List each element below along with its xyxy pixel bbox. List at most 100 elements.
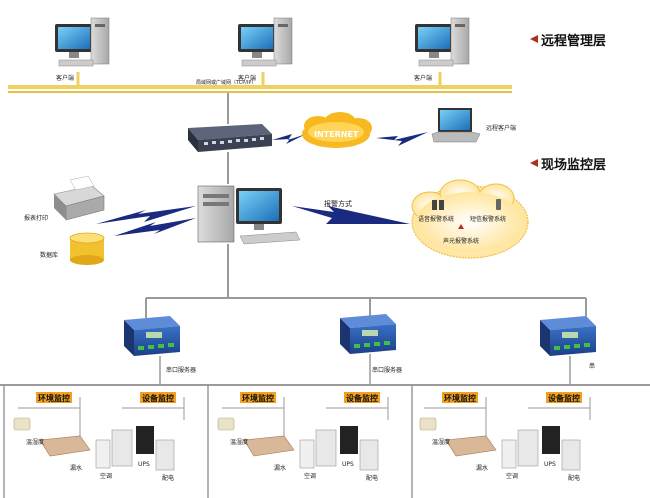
env-monitor-banner (36, 392, 72, 403)
temp-humidity-sensor-icon (13, 417, 31, 431)
layer-marker-icon (530, 35, 538, 43)
computer-tower-icon (450, 17, 470, 65)
monitor-group-2 (217, 392, 389, 471)
monitor-group-3 (419, 392, 591, 471)
air-conditioner-icon (501, 439, 517, 469)
env-monitor-label-3: 环境监控 (444, 393, 476, 403)
serial-server-1 (124, 316, 180, 356)
serial-server-2 (340, 314, 396, 354)
phone-icon (496, 199, 501, 210)
item-label: 温湿度 (432, 438, 450, 446)
alarm-voice: 语音报警系统 (418, 215, 454, 223)
speaker-icon (439, 200, 444, 210)
layer-marker-icon (530, 159, 538, 167)
arrow-to-database (114, 218, 196, 236)
link-bolt-icon (272, 134, 306, 144)
internet-cloud (302, 112, 372, 148)
item-label: 配电 (568, 474, 580, 482)
temp-humidity-sensor-icon (217, 417, 235, 431)
item-label: UPS (342, 461, 354, 468)
arrow-to-alarm (292, 206, 410, 224)
item-label: 配电 (366, 474, 378, 482)
item-label: 温湿度 (26, 438, 44, 446)
layer-field: 现场监控层 (541, 157, 606, 173)
serial-server-3 (540, 316, 596, 356)
equip-monitor-label-3: 设备监控 (548, 393, 580, 403)
water-leak-sensor-icon (445, 435, 497, 457)
report-print-label: 报表打印 (24, 214, 48, 222)
item-label: 空调 (304, 472, 316, 480)
env-monitor-label-1: 环境监控 (38, 393, 70, 403)
computer-tower-icon (273, 17, 293, 65)
air-conditioner-icon (315, 429, 337, 467)
equip-monitor-label-2: 设备监控 (346, 393, 378, 403)
siren-icon (458, 224, 464, 229)
alarm-cloud (411, 179, 529, 259)
remote-laptop (431, 108, 481, 143)
top-client-label-3: 客户端 (414, 74, 432, 82)
keyboard-icon (239, 231, 301, 245)
equip-monitor-label-1: 设备监控 (142, 393, 174, 403)
top-client-label-1: 客户端 (56, 74, 74, 82)
printer (53, 175, 105, 221)
layer-remote: 远程管理层 (541, 33, 606, 49)
item-label: UPS (138, 461, 150, 468)
air-conditioner-icon (95, 439, 111, 469)
ups-icon (340, 426, 358, 454)
serial-server-label-2: 串口服务器 (372, 366, 402, 374)
env-monitor-label-2: 环境监控 (242, 393, 274, 403)
alarm-mode-label: 报警方式 (324, 199, 352, 208)
equip-monitor-banner (140, 392, 176, 403)
database-label: 数据库 (40, 251, 58, 259)
water-leak-sensor-icon (243, 435, 295, 457)
item-label: 漏水 (274, 464, 286, 472)
item-label: 漏水 (476, 464, 488, 472)
item-label: 空调 (100, 472, 112, 480)
wan-bus (8, 85, 512, 89)
computer-tower-icon (90, 17, 110, 65)
item-label: UPS (544, 461, 556, 468)
serial-server-label-3: 串 (589, 362, 595, 370)
internet-label: INTERNET (314, 130, 359, 139)
power-distribution-icon (155, 439, 175, 471)
central-server (197, 185, 301, 245)
equip-monitor-banner (344, 392, 380, 403)
env-monitor-banner (240, 392, 276, 403)
top-client-3 (415, 17, 470, 67)
item-label: 配电 (162, 474, 174, 482)
keyboard-icon (241, 59, 277, 67)
database (69, 232, 105, 265)
link-bolt-icon (376, 132, 428, 146)
remote-client-label: 远程客户端 (486, 124, 516, 132)
keyboard-icon (418, 59, 454, 67)
speaker-icon (432, 200, 437, 210)
power-distribution-icon (561, 439, 581, 471)
arrow-to-printer (96, 206, 196, 224)
item-label: 温湿度 (230, 438, 248, 446)
field-bus (0, 384, 650, 386)
top-client-2 (238, 17, 293, 67)
item-label: 漏水 (70, 464, 82, 472)
alarm-sound-light: 声光报警系统 (443, 237, 479, 245)
temp-humidity-sensor-icon (419, 417, 437, 431)
air-conditioner-icon (111, 429, 133, 467)
monitor-group-1 (13, 392, 185, 471)
serial-server-label-1: 串口服务器 (166, 366, 196, 374)
water-leak-sensor-icon (39, 435, 91, 457)
equip-monitor-banner (546, 392, 582, 403)
item-label: 空调 (506, 472, 518, 480)
ups-icon (542, 426, 560, 454)
serial-backbone (146, 297, 586, 299)
top-client-1 (55, 17, 110, 67)
ups-icon (136, 426, 154, 454)
air-conditioner-icon (299, 439, 315, 469)
wan-label: 局域网或广域网（TCP/IP） (196, 79, 256, 86)
keyboard-icon (58, 59, 94, 67)
network-switch (188, 124, 272, 152)
alarm-sms: 短信报警系统 (470, 215, 506, 223)
env-monitor-banner (442, 392, 478, 403)
power-distribution-icon (359, 439, 379, 471)
top-client-label-2: 客户端 (238, 74, 256, 82)
air-conditioner-icon (517, 429, 539, 467)
